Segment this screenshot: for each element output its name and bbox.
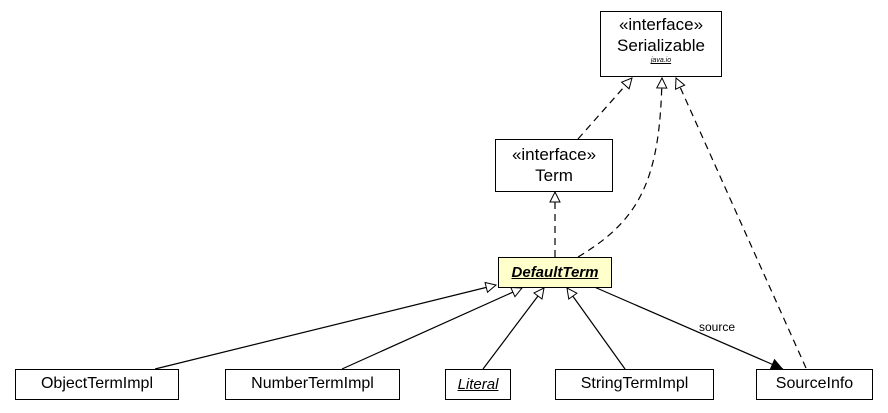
class-defaultterm[interactable]: DefaultTerm [498, 257, 612, 288]
class-name: Term [535, 166, 573, 185]
association-label-source: source [699, 320, 736, 334]
edge-defaultterm-sourceinfo [591, 285, 784, 370]
class-name: SourceInfo [775, 375, 854, 392]
stereotype-label: «interface» [618, 15, 704, 34]
edge-term-serializable [577, 78, 632, 140]
edge-defaultterm-serializable [577, 78, 662, 258]
class-serializable[interactable]: «interface» Serializable java.io [600, 11, 722, 77]
class-name: NumberTermImpl [251, 375, 374, 392]
package-label: java.io [650, 57, 672, 64]
class-name: ObjectTermImpl [40, 375, 154, 392]
edge-numbertermimpl-defaultterm [341, 288, 522, 370]
class-term[interactable]: «interface» Term [495, 139, 613, 192]
class-stringtermimpl[interactable]: StringTermImpl [555, 369, 714, 400]
class-numbertermimpl[interactable]: NumberTermImpl [225, 369, 400, 400]
class-objecttermimpl[interactable]: ObjectTermImpl [15, 369, 179, 400]
stereotype-label: «interface» [511, 145, 597, 164]
class-sourceinfo[interactable]: SourceInfo [756, 369, 873, 400]
edge-literal-defaultterm [482, 288, 544, 370]
edge-objecttermimpl-defaultterm [154, 285, 496, 370]
edge-stringtermimpl-defaultterm [567, 288, 626, 370]
edge-sourceinfo-serializable [676, 78, 807, 369]
class-name: StringTermImpl [580, 375, 689, 392]
class-literal[interactable]: Literal [445, 369, 511, 400]
class-name: DefaultTerm [511, 264, 599, 281]
class-name: Literal [457, 376, 499, 393]
class-name: Serializable [617, 36, 705, 55]
